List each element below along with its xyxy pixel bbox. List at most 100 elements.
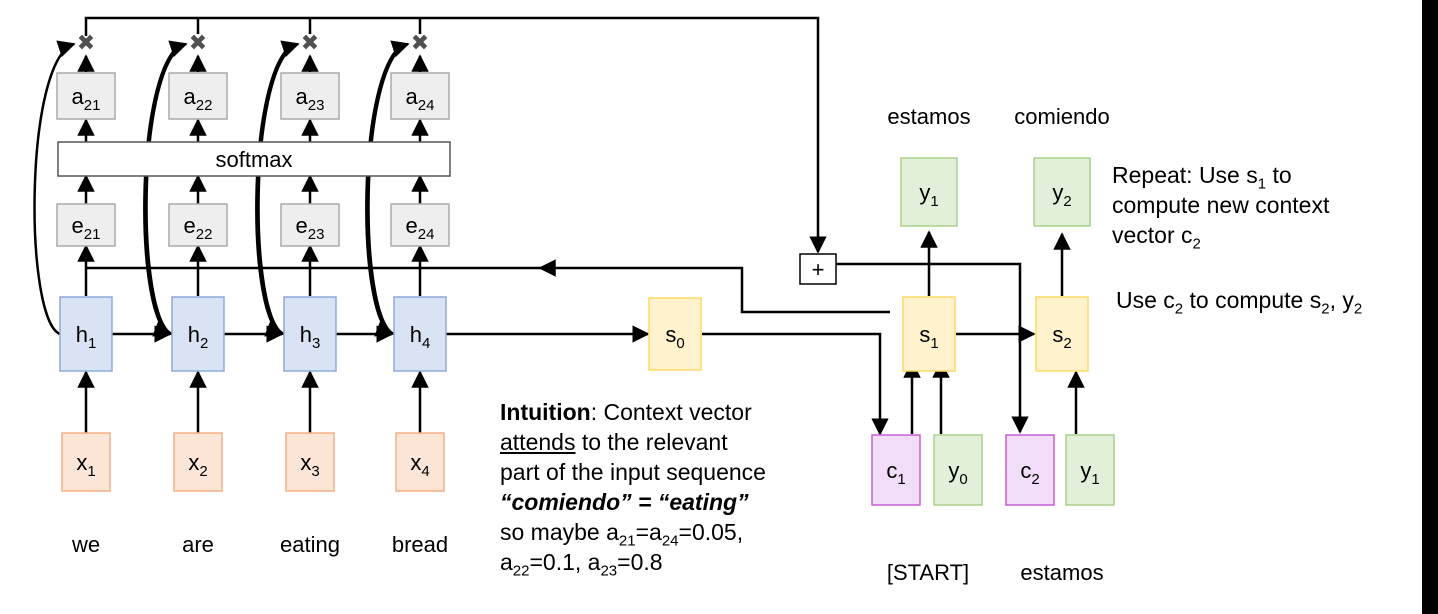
box-x-3-label-base: x bbox=[300, 450, 311, 475]
repeat-line-2: compute new context bbox=[1112, 192, 1330, 218]
box-c-2-label: c2 bbox=[1020, 458, 1039, 488]
box-y-in-1-label-sub: 0 bbox=[959, 471, 967, 488]
word-dec-input-1: [START] bbox=[887, 560, 969, 585]
use-c2-line: Use c2 to compute s2, y2 bbox=[1116, 285, 1362, 318]
repeat-l3-t1: vector c bbox=[1112, 222, 1193, 248]
box-y-out-1-label-sub: 1 bbox=[930, 193, 938, 210]
box-e-4 bbox=[390, 203, 450, 247]
box-c-1-label-sub: 1 bbox=[897, 471, 905, 488]
box-s-2-label-sub: 2 bbox=[1063, 335, 1071, 352]
box-x-3-label: x3 bbox=[300, 450, 319, 480]
box-x-4 bbox=[395, 432, 445, 492]
box-a-4-label: a24 bbox=[406, 84, 435, 114]
box-y-out-1 bbox=[900, 157, 958, 227]
intuition-l5-s1: 21 bbox=[618, 532, 636, 550]
box-s-2-label-base: s bbox=[1052, 322, 1063, 347]
box-s-1-label: s1 bbox=[919, 322, 938, 352]
box-h-3-label-base: h bbox=[300, 322, 312, 347]
box-s0-label-sub: 0 bbox=[676, 335, 684, 352]
box-x-4-label-sub: 4 bbox=[421, 463, 429, 480]
curve-into-h-4 bbox=[365, 42, 405, 337]
box-x-1 bbox=[61, 432, 111, 492]
word-input-4: bread bbox=[392, 532, 448, 557]
use-c2-t3: , y bbox=[1329, 287, 1354, 313]
curve-into-h-3 bbox=[255, 42, 295, 337]
box-x-1-label-sub: 1 bbox=[87, 463, 95, 480]
plus-box bbox=[799, 253, 837, 285]
word-input-3: eating bbox=[280, 532, 340, 557]
box-y-in-2-label: y1 bbox=[1080, 458, 1099, 488]
box-e-1-label-base: e bbox=[72, 213, 84, 238]
box-e-3-label-base: e bbox=[296, 213, 308, 238]
box-c-1-label: c1 bbox=[886, 458, 905, 488]
box-s-2-label: s2 bbox=[1052, 322, 1071, 352]
box-e-3-label-sub: 23 bbox=[308, 226, 325, 243]
intuition-line-2: attends to the relevant bbox=[500, 427, 766, 457]
box-e-4-label: e24 bbox=[406, 213, 435, 243]
box-h-2-label: h2 bbox=[188, 322, 209, 352]
box-h-2-label-sub: 2 bbox=[200, 335, 208, 352]
intuition-line-1: Intuition: Context vector bbox=[500, 397, 766, 427]
word-input-2: are bbox=[182, 532, 214, 557]
nodes-layer: h1x1e21a21we✖h2x2e22a22are✖h3x3e23a23eat… bbox=[56, 30, 1115, 585]
box-y-in-2-label-sub: 1 bbox=[1091, 471, 1099, 488]
intuition-l5-t2: =a bbox=[635, 519, 662, 545]
box-a-3-label-sub: 23 bbox=[308, 97, 325, 114]
use-c2-s2: 2 bbox=[1321, 300, 1330, 318]
bus-mult-to-plus bbox=[84, 16, 827, 254]
right-edge-bar bbox=[1422, 0, 1438, 614]
box-x-4-label: x4 bbox=[410, 450, 429, 480]
box-x-2-label-sub: 2 bbox=[199, 463, 207, 480]
arrow-plus-to-c2 bbox=[836, 262, 1029, 434]
intuition-line-3: part of the input sequence bbox=[500, 459, 766, 485]
mult-icon-2: ✖ bbox=[189, 30, 207, 55]
box-a-1-label-base: a bbox=[72, 84, 85, 109]
box-x-2 bbox=[173, 432, 223, 492]
box-h-1-label: h1 bbox=[76, 322, 97, 352]
box-e-2-label: e22 bbox=[184, 213, 213, 243]
box-y-out-2-label-sub: 2 bbox=[1063, 193, 1071, 210]
box-a-3 bbox=[280, 72, 340, 120]
word-output-2: comiendo bbox=[1014, 104, 1109, 129]
box-e-3 bbox=[280, 203, 340, 247]
intuition-line-5: so maybe a21=a24=0.05, bbox=[500, 517, 766, 550]
box-y-out-2 bbox=[1033, 157, 1091, 227]
box-a-1 bbox=[56, 72, 116, 120]
intuition-note: Intuition: Context vector attends to the… bbox=[500, 397, 766, 580]
intuition-line-4: “comiendo” = “eating” bbox=[500, 489, 749, 515]
intuition-line-6: a22=0.1, a23=0.8 bbox=[500, 547, 766, 580]
repeat-note: Repeat: Use s1 to compute new context ve… bbox=[1112, 160, 1330, 253]
box-y-in-2-label-base: y bbox=[1080, 458, 1091, 483]
box-h-2 bbox=[171, 296, 225, 372]
intuition-l6-t1: a bbox=[500, 549, 513, 575]
intuition-l6-s2: 23 bbox=[600, 562, 618, 580]
box-a-4-label-sub: 24 bbox=[418, 97, 435, 114]
intuition-l5-t3: =0.05, bbox=[678, 519, 744, 545]
box-c-2 bbox=[1005, 434, 1055, 506]
box-c-1 bbox=[871, 434, 921, 506]
word-input-1: we bbox=[71, 532, 100, 557]
word-dec-input-2: estamos bbox=[1020, 560, 1103, 585]
box-x-1-label-base: x bbox=[76, 450, 87, 475]
box-h-4 bbox=[393, 296, 447, 372]
box-h-4-label-base: h bbox=[410, 322, 422, 347]
intuition-l5-t1: so maybe a bbox=[500, 519, 619, 545]
box-a-2 bbox=[168, 72, 228, 120]
box-s-1-label-base: s bbox=[919, 322, 930, 347]
intuition-underlined: attends bbox=[500, 429, 576, 455]
box-s-1-label-sub: 1 bbox=[930, 335, 938, 352]
repeat-l3-s1: 2 bbox=[1192, 235, 1201, 253]
box-e-1-label-sub: 21 bbox=[84, 226, 101, 243]
box-e-1 bbox=[56, 203, 116, 247]
box-e-2 bbox=[168, 203, 228, 247]
box-y-out-2-label-base: y bbox=[1052, 180, 1063, 205]
mult-icon-3: ✖ bbox=[301, 30, 319, 55]
box-h-4-label-sub: 4 bbox=[422, 335, 430, 352]
intuition-l6-t2: =0.1, a bbox=[529, 549, 601, 575]
box-s0-label: s0 bbox=[665, 322, 684, 352]
box-x-3 bbox=[285, 432, 335, 492]
box-y-out-2-label: y2 bbox=[1052, 180, 1071, 210]
softmax-label: softmax bbox=[215, 147, 292, 172]
intuition-l5-s2: 24 bbox=[661, 532, 679, 550]
intuition-line-2-text: to the relevant bbox=[575, 429, 728, 455]
